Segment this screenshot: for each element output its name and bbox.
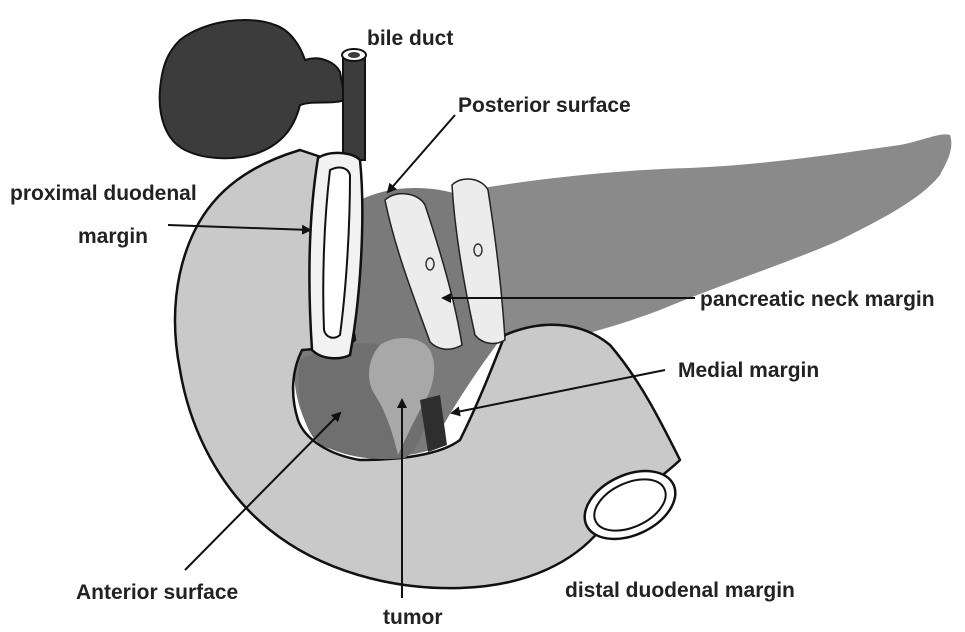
label-posterior-surface: Posterior surface [458,95,631,116]
label-distal-duodenal-margin: distal duodenal margin [565,580,795,601]
liver-shape [160,20,345,158]
arrow-posterior-surface [388,115,455,192]
label-bile-duct: bile duct [367,28,453,49]
label-medial-margin: Medial margin [678,360,819,381]
label-proximal-duodenal-line2: margin [78,226,148,247]
label-pancreatic-neck-margin: pancreatic neck margin [700,289,935,310]
pancreas-body-tail [470,134,951,345]
label-proximal-duodenal-line1: proximal duodenal [10,183,197,204]
bile-duct [343,55,365,160]
label-tumor: tumor [383,607,443,628]
label-anterior-surface: Anterior surface [76,582,238,603]
